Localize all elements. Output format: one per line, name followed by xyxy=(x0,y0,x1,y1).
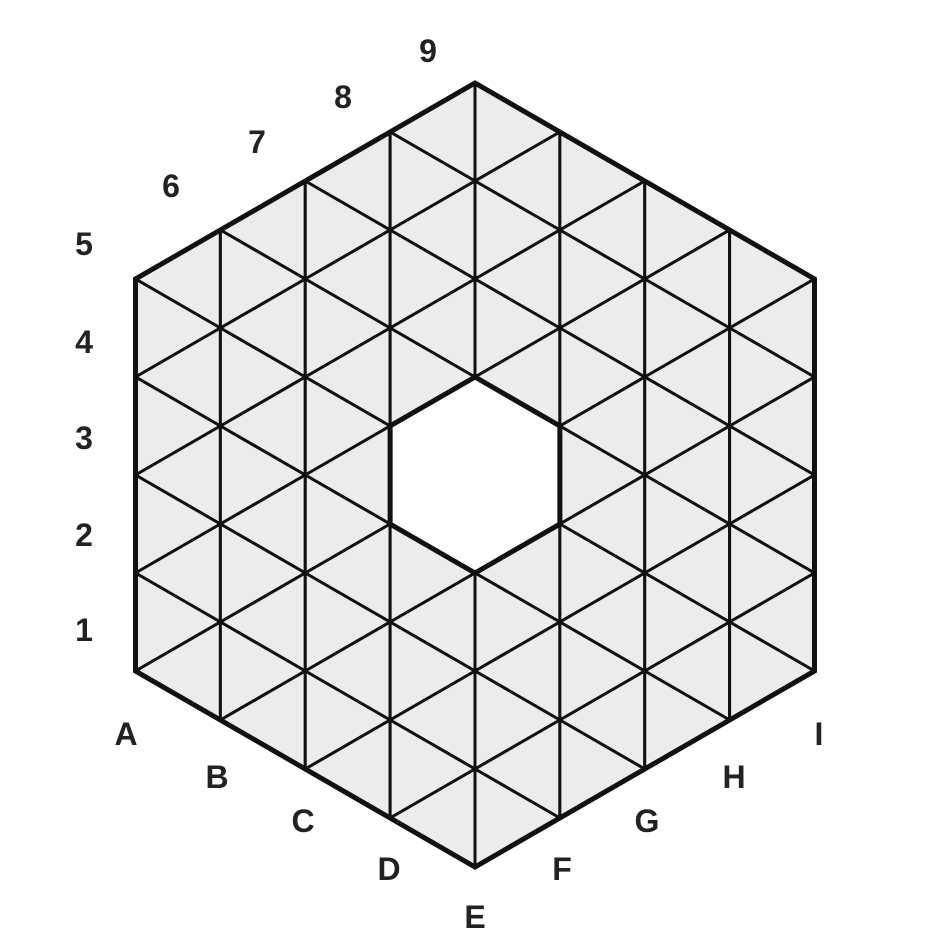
board-cells xyxy=(134,81,816,869)
column-label-b: B xyxy=(205,759,228,795)
column-label-g: G xyxy=(635,803,660,839)
row-label-3: 3 xyxy=(75,420,93,456)
row-label-7: 7 xyxy=(248,124,266,160)
board-outline xyxy=(133,80,817,870)
center-hole-outline xyxy=(387,374,563,576)
column-label-c: C xyxy=(291,803,314,839)
row-label-2: 2 xyxy=(75,517,93,553)
row-label-6: 6 xyxy=(162,168,180,204)
column-label-i: I xyxy=(815,716,824,752)
column-label-f: F xyxy=(552,851,572,887)
row-label-9: 9 xyxy=(419,33,437,69)
column-label-d: D xyxy=(377,851,400,887)
row-label-8: 8 xyxy=(334,79,352,115)
row-label-1: 1 xyxy=(75,612,93,648)
column-label-a: A xyxy=(114,716,137,752)
column-label-e: E xyxy=(464,899,485,935)
row-label-4: 4 xyxy=(75,324,93,360)
board-labels: 1 2 3 4 5 6 7 8 9A B C D E F G H I xyxy=(75,33,823,935)
column-label-h: H xyxy=(722,759,745,795)
row-label-5: 5 xyxy=(75,226,93,262)
